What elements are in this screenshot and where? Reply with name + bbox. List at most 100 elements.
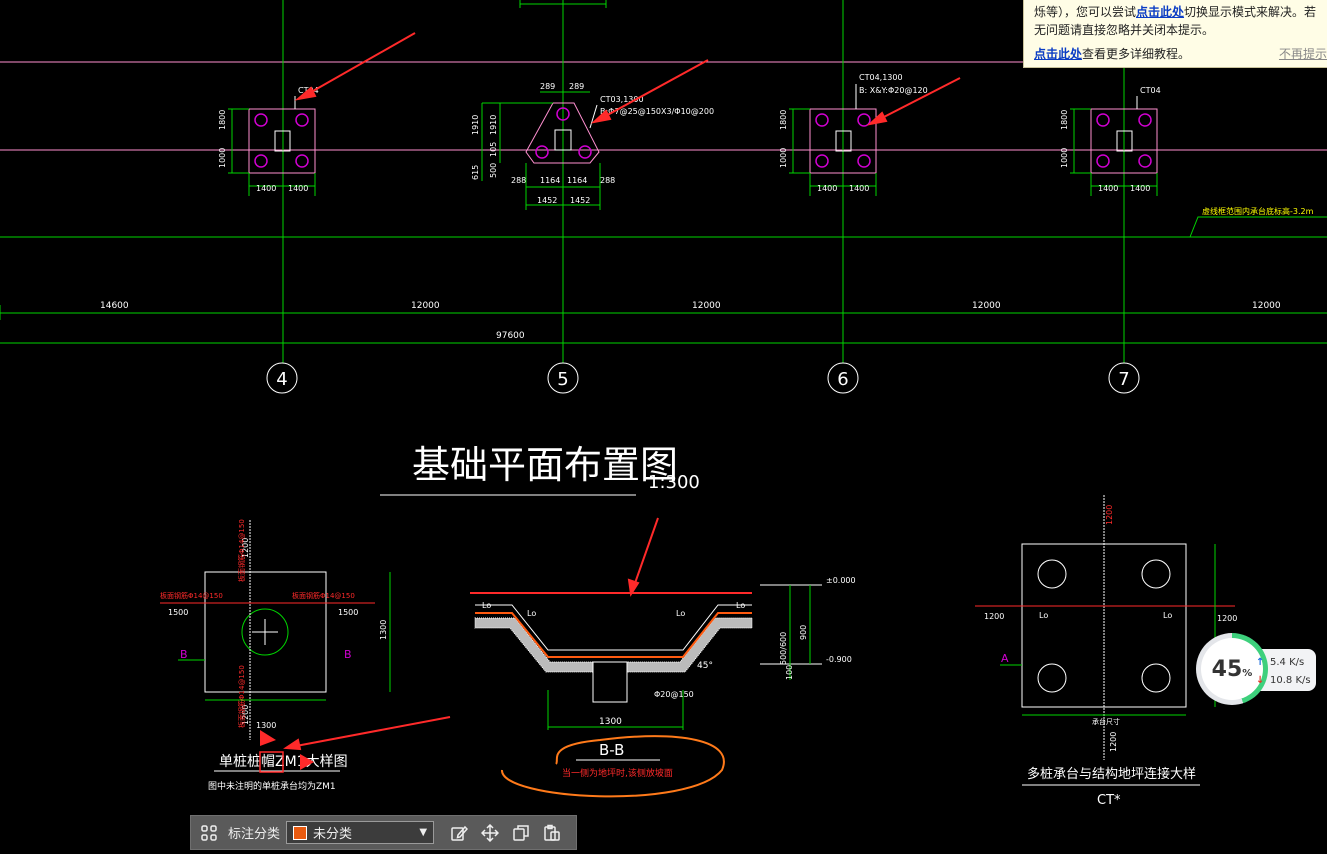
bb-note: 当一侧为地坪时,该侧放坡面 [562, 767, 673, 779]
copy-icon[interactable] [510, 822, 532, 844]
usage-ring: 45% [1196, 633, 1268, 705]
download-speed-value: 10.8 K/s [1270, 675, 1311, 686]
move-icon[interactable] [479, 822, 501, 844]
category-select[interactable]: 未分类 ▼ [286, 821, 435, 844]
edit-icon[interactable] [448, 822, 470, 844]
bb-handdrawn-circle [500, 735, 725, 798]
zm1-section-left: B [180, 648, 188, 661]
tutorial-link[interactable]: 点击此处 [1034, 47, 1083, 61]
span-total: 97600 [496, 331, 525, 341]
axis-label-6: 6 [837, 369, 848, 390]
ct-title: 多桩承台与结构地坪连接大样 [1027, 766, 1196, 782]
category-color-swatch [293, 825, 308, 840]
cap2-rebar: B:Φ7@25@150X3/Φ10@200 [600, 107, 714, 116]
cap3-rebar: B: X&Y:Φ20@120 [859, 86, 928, 95]
ct-section-label: A [1001, 652, 1009, 665]
notice-line-2: 无问题请直接忽略并关闭本提示。 [1034, 23, 1215, 37]
span-2: 12000 [411, 301, 440, 311]
span-dimensions: 14600 12000 12000 12000 12000 97600 [100, 301, 1281, 341]
usage-value: 45% [1201, 638, 1263, 700]
zm1-dim-top: 1200 [241, 538, 250, 558]
upload-arrow-icon: ↑ [1256, 657, 1265, 668]
bb-lo-2: Lo [527, 609, 536, 618]
ct-lo-left: Lo [1039, 611, 1048, 620]
bb-angle: 45° [697, 661, 713, 671]
detail-section-bb: ±0.000 -0.900 Lo Lo Lo Lo 1300 900 500/6… [470, 576, 856, 798]
ct-lo-right: Lo [1163, 611, 1172, 620]
pile-cap-1: 1800 1000 1400 1400 CT04 [218, 86, 319, 196]
bb-dim-900: 900 [799, 625, 808, 640]
zm1-dim-side: 1300 [379, 620, 388, 640]
cap2-label: CT03,1300 [600, 95, 644, 104]
cap2-dim-1910-b: 1910 [489, 115, 498, 135]
cap1-dim-1400-a: 1400 [256, 184, 276, 193]
ct-subtitle: CT* [1097, 793, 1121, 808]
cap3-dim-1400-b: 1400 [849, 184, 869, 193]
cap1-dim-1800: 1800 [218, 110, 227, 130]
usage-unit: % [1242, 667, 1253, 679]
zm1-rebar-left: 板面钢筋Φ14@150 [160, 591, 223, 600]
bb-dim-500: 500/600 [779, 632, 788, 665]
cap4-dim-1000: 1000 [1060, 148, 1069, 168]
zm1-note: 图中未注明的单桩承台均为ZM1 [208, 780, 336, 792]
category-selected-value: 未分类 [313, 827, 353, 842]
detail-zm1: 1200 1500 1500 1300 1200 1300 板面钢筋Φ14@15… [160, 519, 391, 792]
zm1-highlight-box [259, 751, 284, 773]
category-label: 标注分类 [228, 827, 281, 842]
cap4-dim-1400-a: 1400 [1098, 184, 1118, 193]
span-3: 12000 [692, 301, 721, 311]
elevation-note: 虚线框范围内承台底标高-3.2m [1189, 206, 1327, 238]
cap1-dim-1400-b: 1400 [288, 184, 308, 193]
zm1-dim-left: 1500 [168, 608, 188, 617]
switch-display-mode-link[interactable]: 点击此处 [1136, 5, 1185, 19]
cap1-dim-1000: 1000 [218, 148, 227, 168]
notice-line-1: 烁等），您可以尝试点击此处切换显示模式来解决。若 [1034, 3, 1327, 21]
ct-dim-top: 1200 [1105, 505, 1114, 525]
pile-cap-3: 1800 1000 1400 1400 CT04,1300 B: X&Y:Φ20… [779, 73, 928, 196]
cap2-dim-615: 615 [471, 165, 480, 180]
cap3-dim-1000: 1000 [779, 148, 788, 168]
zm1-rebar-top: 板面钢筋Φ14@150 [237, 519, 246, 582]
usage-percent: 45 [1211, 656, 1243, 682]
bb-section-title: B-B [599, 741, 624, 759]
pile-cap-4: 1800 1000 1400 1400 CT04 [1060, 86, 1161, 196]
cap3-label: CT04,1300 [859, 73, 903, 82]
span-1: 14600 [100, 301, 129, 311]
cap2-dim-288-a: 288 [511, 176, 526, 185]
zm1-dim-bottom-h: 1300 [256, 721, 276, 730]
cap4-label: CT04 [1140, 86, 1161, 95]
cap3-dim-1800: 1800 [779, 110, 788, 130]
axis-label-4: 4 [276, 369, 287, 390]
cap4-dim-1800: 1800 [1060, 110, 1069, 130]
ct-dim-bottom: 1200 [1109, 732, 1118, 752]
download-arrow-icon: ↓ [1256, 675, 1265, 686]
chevron-down-icon: ▼ [419, 827, 428, 838]
zm1-rebar-bottom: 板面钢筋Φ14@150 [237, 665, 246, 728]
network-speed-widget[interactable]: 45% ↑ 5.4 K/s ↓ 10.8 K/s [1196, 633, 1318, 705]
upload-speed-value: 5.4 K/s [1270, 657, 1305, 668]
axis-label-5: 5 [557, 369, 568, 390]
cap2-dim-1910-a: 1910 [471, 115, 480, 135]
notice-text-1: 烁等），您可以尝试 [1034, 5, 1137, 19]
top-fragment [519, 0, 607, 8]
dont-show-again-link[interactable]: 不再提示 [1278, 47, 1327, 61]
cap2-dim-1452-a: 1452 [537, 196, 557, 205]
elevation-note-text: 虚线框范围内承台底标高-3.2m [1202, 206, 1314, 216]
axis-label-7: 7 [1118, 369, 1129, 390]
zm1-rebar-right: 板面钢筋Φ14@150 [292, 591, 355, 600]
annotation-arrows [283, 32, 961, 751]
cap2-dim-1164-b: 1164 [567, 176, 587, 185]
bb-dim-1300: 1300 [599, 717, 622, 727]
paste-icon[interactable] [541, 822, 563, 844]
cap2-dim-1452-b: 1452 [570, 196, 590, 205]
ct-bottom-label: 承台尺寸 [1092, 717, 1120, 726]
zm1-dim-right: 1500 [338, 608, 358, 617]
cap2-dim-289-b: 289 [569, 82, 584, 91]
zm1-section-right: B [344, 648, 352, 661]
upload-speed: ↑ 5.4 K/s [1256, 657, 1304, 668]
cap2-dim-289-a: 289 [540, 82, 555, 91]
grid-apps-icon[interactable] [198, 822, 220, 844]
drawing-scale: 1:300 [648, 472, 700, 493]
bb-lo-1: Lo [482, 601, 491, 610]
